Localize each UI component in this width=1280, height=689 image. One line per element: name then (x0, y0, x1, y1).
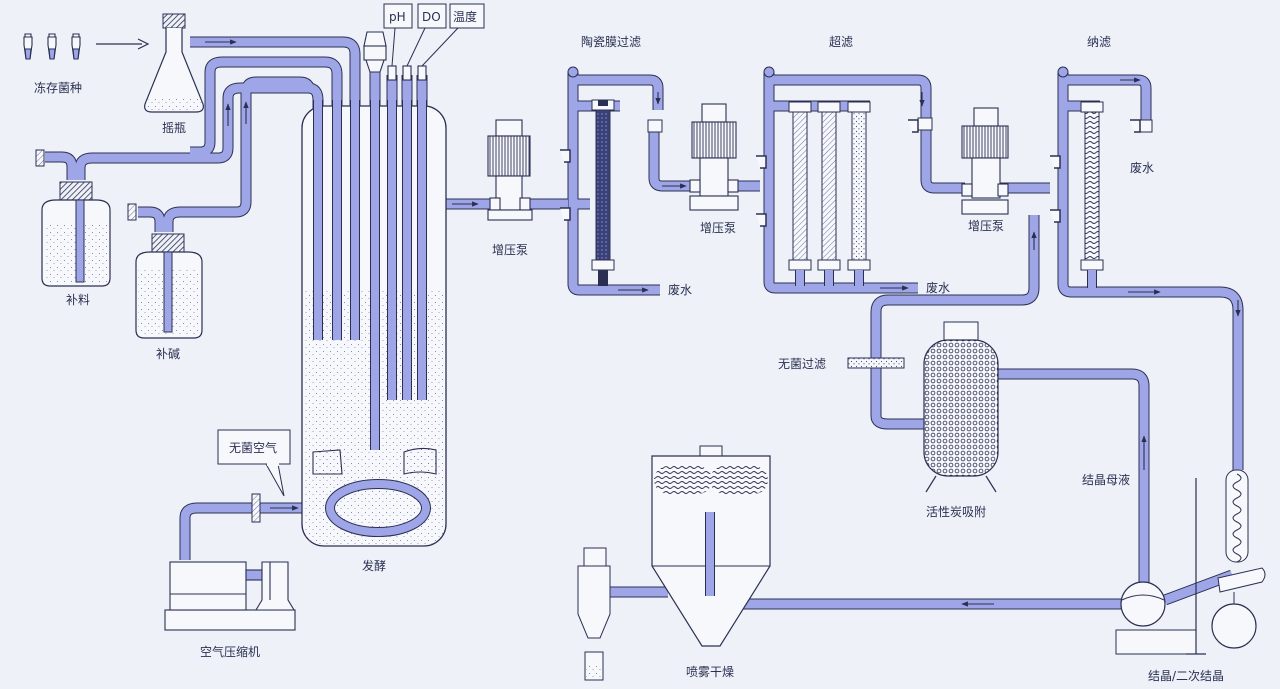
alkali-bottle (127, 203, 203, 339)
shake-flask-label: 摇瓶 (162, 121, 186, 135)
ultrafiltration-label: 超滤 (829, 34, 853, 49)
air-compressor (164, 561, 296, 631)
fermentation-label: 发酵 (362, 558, 386, 573)
ph-tag: pH (389, 10, 406, 24)
do-tag: DO (422, 10, 441, 24)
waste-water-3-label: 废水 (1130, 160, 1154, 175)
nanofiltration-label: 纳滤 (1087, 35, 1111, 49)
ceramic-filtration-label: 陶瓷膜过滤 (581, 34, 641, 49)
crystallizer (1115, 469, 1266, 655)
nanofiltration-module (1050, 101, 1153, 288)
waste-water-2-label: 废水 (926, 280, 950, 295)
booster-pump-3 (961, 107, 1009, 215)
sterile-air-label: 无菌空气 (229, 440, 277, 455)
feed-label: 补料 (66, 293, 90, 307)
air-compressor-label: 空气压缩机 (200, 644, 260, 659)
flow-arrows (205, 39, 1241, 607)
mother-liquor-label: 结晶母液 (1082, 472, 1130, 487)
ultrafiltration-module (756, 101, 933, 286)
temperature-tag: 温度 (453, 9, 477, 24)
air-filter (251, 493, 261, 523)
sterile-air-callout (217, 429, 291, 497)
booster-pump-2-label: 增压泵 (700, 221, 736, 235)
pipes (45, 36, 1244, 610)
activated-carbon-tank (923, 321, 999, 493)
crystallization-label: 结晶/二次结晶 (1148, 669, 1224, 683)
transfer-arrow (96, 38, 150, 50)
probe-tags (383, 3, 485, 67)
feed-bottle (35, 149, 111, 287)
alkali-label: 补碱 (156, 347, 180, 361)
spray-dryer (577, 445, 771, 681)
activated-carbon-label: 活性炭吸附 (926, 505, 986, 519)
booster-pump-3-label: 增压泵 (968, 219, 1004, 233)
ceramic-membrane-module (560, 99, 663, 286)
booster-pump-2 (689, 103, 739, 211)
sterile-filter-label: 无菌过滤 (778, 357, 826, 371)
waste-water-1-label: 废水 (668, 282, 692, 297)
frozen-strain-label: 冻存菌种 (34, 80, 82, 95)
booster-pump-1 (487, 119, 533, 221)
sterile-filter (847, 357, 905, 369)
spray-drying-label: 喷雾干燥 (686, 665, 734, 679)
booster-pump-1-label: 增压泵 (492, 243, 528, 257)
fermenter (301, 31, 447, 547)
frozen-strain-vials (23, 33, 81, 60)
shake-flask (144, 13, 204, 113)
